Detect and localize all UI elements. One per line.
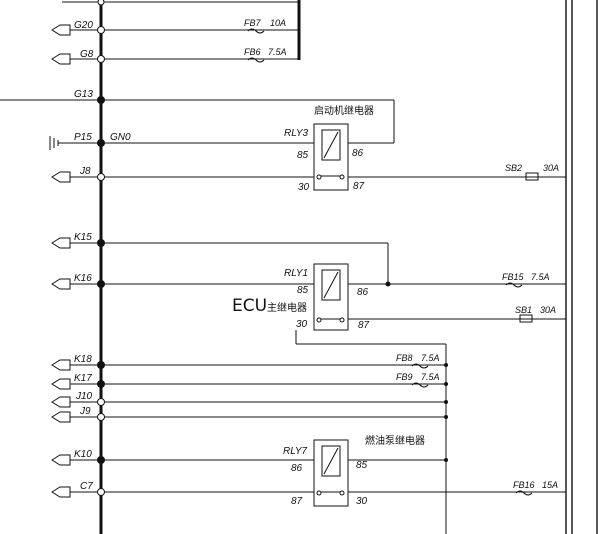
fuse-symbol-fb16 (515, 490, 533, 496)
connector-label-p15: P15 (74, 132, 92, 143)
fuse-rating-fb16: 15A (542, 480, 558, 490)
j10-wire: J10 (51, 391, 448, 408)
fuse-symbol-sb2 (525, 172, 539, 181)
k15-wire: K15 (51, 232, 389, 284)
c7-wire: C7 FB16 15A (51, 480, 566, 498)
fuse-label-fb8: FB8 (396, 353, 413, 363)
connector-label-g20: G20 (74, 20, 93, 31)
k16-wire: K16 FB15 7.5A (51, 272, 566, 290)
relay-title-rly3: 启动机继电器 (314, 104, 374, 117)
fuse-symbol-fb8 (411, 363, 429, 369)
fuse-rating-sb1: 30A (540, 305, 556, 315)
fuse-rating-sb2: 30A (543, 163, 559, 173)
connector-label-k18: K18 (74, 354, 92, 365)
relay-id-rly1: RLY1 (284, 268, 308, 279)
relay-rly7: 燃油泵继电器 RLY7 86 85 87 30 (283, 434, 425, 507)
relay-pin-rly3-85: 85 (297, 150, 309, 161)
fuse-rating-fb9: 7.5A (421, 372, 440, 382)
g20-wire: G20 FB7 10A (51, 18, 299, 36)
relay-title-rly1-cn: 主继电器 (267, 301, 307, 314)
g13-wire: G13 (0, 89, 395, 144)
relay-coil (321, 445, 341, 477)
connector-label-k16: K16 (74, 273, 92, 284)
connector-label-c7: C7 (80, 481, 93, 492)
j9-wire: J9 (51, 406, 448, 423)
fuse-symbol-fb15 (505, 282, 523, 288)
g8-wire: G8 FB6 7.5A (51, 47, 299, 65)
connector-label-k15: K15 (74, 232, 92, 243)
fuse-rating-fb7: 10A (270, 18, 286, 28)
connector-label-j8: J8 (79, 166, 91, 177)
fuse-symbol-sb1 (519, 314, 533, 323)
fuse-label-sb1: SB1 (515, 305, 532, 315)
relay-pin-rly7-30: 30 (356, 496, 368, 507)
j8-wire: J8 SB2 30A (51, 163, 566, 183)
fuse-label-fb6: FB6 (244, 47, 261, 57)
top-partial-wire (62, 0, 299, 6)
relay-pin-rly1-85: 85 (297, 285, 309, 296)
fuse-rating-fb8: 7.5A (421, 353, 440, 363)
fuse-rating-fb15: 7.5A (531, 272, 550, 282)
fuse-symbol-fb6 (247, 57, 265, 63)
connector-label-j10: J10 (75, 391, 93, 402)
fuse-label-fb7: FB7 (244, 18, 262, 28)
relay-id-rly7: RLY7 (283, 446, 308, 457)
k17-wire: K17 FB9 7.5A (51, 372, 448, 390)
relay-title-rly1-ecu: ECU (232, 296, 267, 316)
fuse-symbol-fb9 (411, 382, 429, 388)
fuse-symbol-fb7 (247, 28, 265, 34)
connector-label-g8: G8 (80, 49, 94, 60)
fuse-label-fb16: FB16 (513, 480, 535, 490)
connector-label-g13: G13 (74, 89, 93, 100)
fuse-rating-fb6: 7.5A (268, 47, 287, 57)
k18-wire: K18 FB8 7.5A (51, 353, 448, 371)
relay-pin-rly1-87: 87 (358, 320, 370, 331)
sb1-wire: SB1 30A (348, 305, 566, 323)
fuse-label-fb9: FB9 (396, 372, 413, 382)
connector-label-k17: K17 (74, 373, 92, 384)
relay-rly3: 启动机继电器 RLY3 85 86 30 87 (284, 104, 374, 193)
fuse-label-sb2: SB2 (505, 163, 522, 173)
relay-title-rly7: 燃油泵继电器 (365, 434, 425, 447)
relay-id-rly3: RLY3 (284, 128, 309, 139)
relay-pin-rly3-86: 86 (352, 148, 364, 159)
k10-wire: K10 (51, 449, 448, 466)
p15-wire: P15 GN0 (49, 132, 314, 150)
relay-coil (321, 269, 341, 301)
ground-label: GN0 (110, 132, 131, 143)
relay-pin-rly3-87: 87 (353, 181, 365, 192)
relay-coil (321, 129, 341, 161)
relay-pin-rly1-30: 30 (296, 319, 308, 330)
rly1-pin30-feed (295, 330, 447, 360)
fuse-label-fb15: FB15 (502, 272, 525, 282)
relay-rly1: RLY1 ECU 主继电器 85 86 30 87 (232, 263, 370, 331)
connector-label-k10: K10 (74, 449, 92, 460)
relay-pin-rly7-87: 87 (291, 496, 303, 507)
relay-pin-rly7-85: 85 (356, 460, 368, 471)
relay-pin-rly1-86: 86 (357, 287, 369, 298)
relay-pin-rly3-30: 30 (298, 182, 310, 193)
connector-label-j9: J9 (79, 406, 91, 417)
relay-pin-rly7-86: 86 (291, 463, 303, 474)
